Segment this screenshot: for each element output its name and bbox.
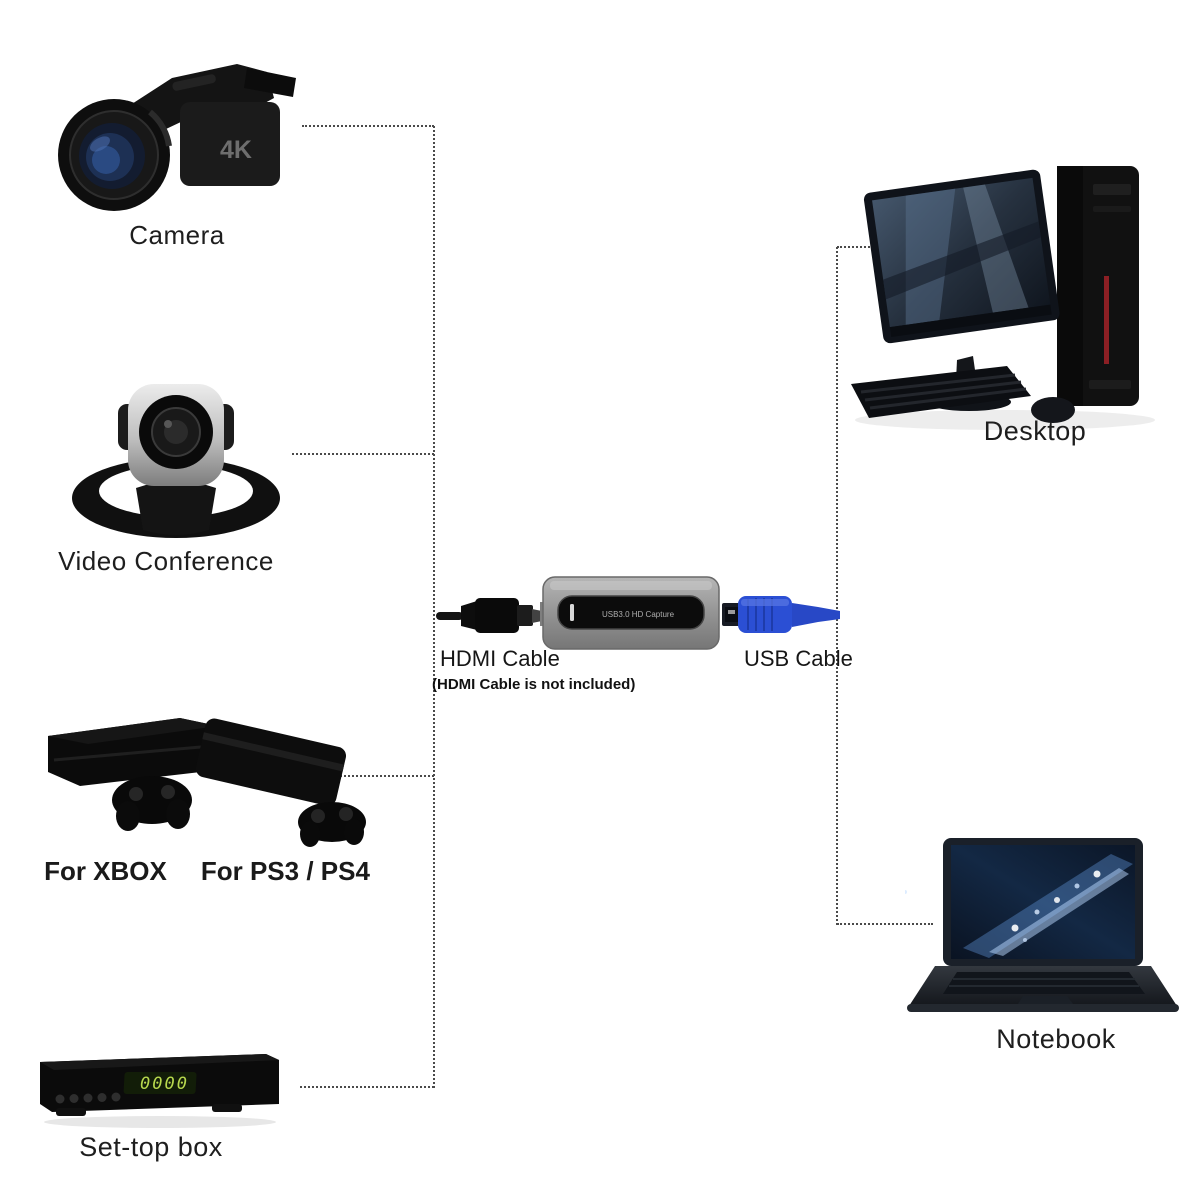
camera-label: Camera [129, 220, 225, 250]
connector-consoles-line [320, 775, 434, 777]
playstation-console-icon [195, 718, 366, 847]
hdmi-cable-note: (HDMI Cable is not included) [432, 676, 636, 693]
hdmi-cable-label: HDMI Cable [440, 646, 560, 671]
notebook-label: Notebook [996, 1024, 1116, 1054]
mouse-icon [1031, 397, 1075, 423]
set-top-box-icon: 0000 [40, 1054, 279, 1128]
monitor-icon [863, 169, 1060, 344]
xbox-console-icon [48, 718, 218, 831]
ps-label: For PS3 / PS4 [200, 856, 370, 886]
connector-left-bus-line [433, 126, 435, 1088]
keyboard-icon [851, 366, 1031, 418]
capture-device-text: USB3.0 HD Capture [602, 610, 675, 619]
video-conference-camera-icon [72, 384, 280, 538]
camcorder-icon: 4K [58, 64, 296, 211]
consoles-labels: For XBOX For PS3 / PS4 [42, 856, 372, 887]
desktop-label: Desktop [983, 416, 1087, 446]
capture-device-icon: USB3.0 HD Capture [540, 576, 720, 650]
set-top-box-label: Set-top box [79, 1132, 223, 1162]
connector-notebook-line [837, 923, 933, 925]
connector-videoconference-line [292, 453, 434, 455]
connector-camera-line [302, 125, 434, 127]
usb-cable-label: USB Cable [744, 646, 853, 671]
camera-4k-badge: 4K [220, 136, 252, 164]
notebook-icon [905, 838, 1179, 1012]
connector-right-bus-line [836, 247, 838, 925]
video-conference-label: Video Conference [58, 546, 274, 576]
connector-settopbox-line [300, 1086, 434, 1088]
tower-icon [1057, 166, 1139, 406]
desktop-pc-icon [851, 166, 1155, 430]
game-consoles-icon [48, 718, 366, 847]
hdmi-cable-icon [436, 598, 542, 633]
xbox-label: For XBOX [44, 856, 167, 886]
settop-display: 0000 [140, 1074, 189, 1094]
usb-cable-icon [722, 596, 840, 633]
